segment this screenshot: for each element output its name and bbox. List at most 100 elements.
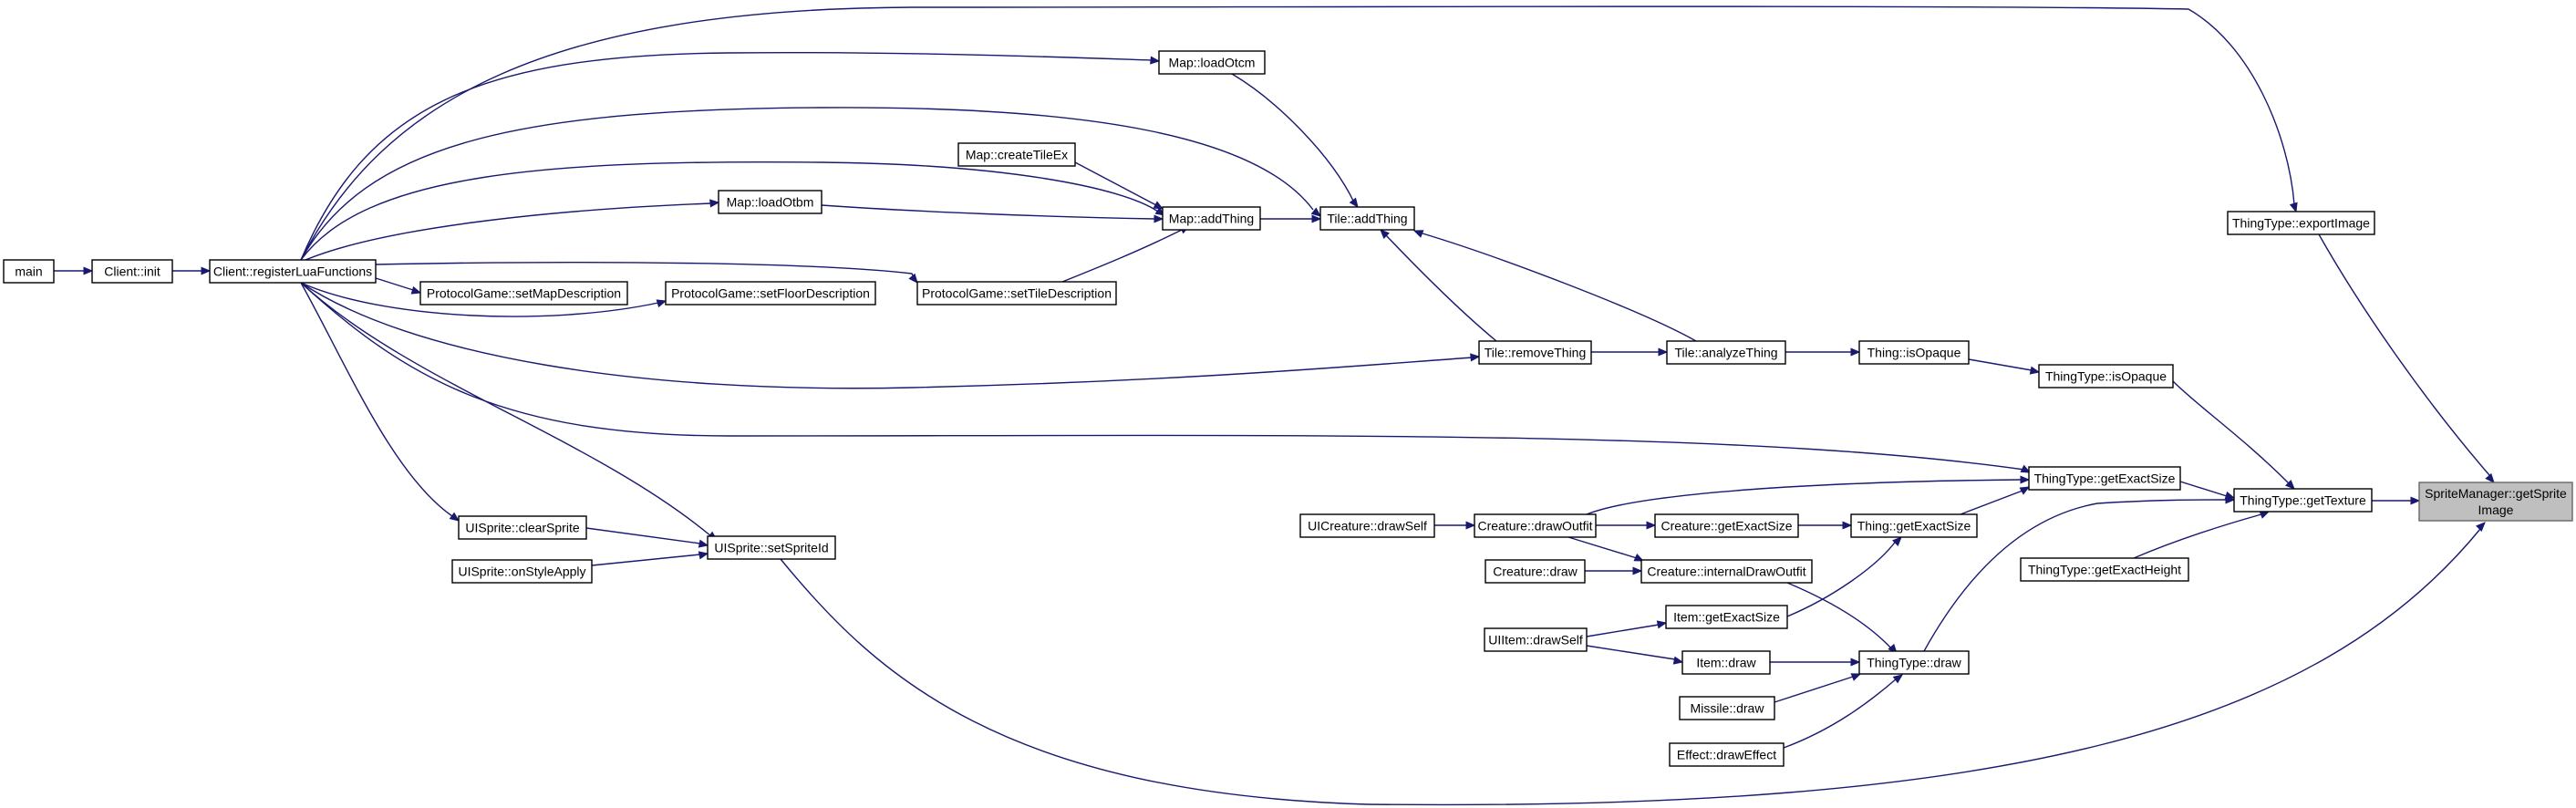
arrowhead <box>1412 230 1424 238</box>
node-label: SpriteManager::getSprite <box>2425 486 2567 501</box>
node-client-register-lua-functions[interactable]: Client::registerLuaFunctions <box>209 259 377 284</box>
node-thingtype-draw[interactable]: ThingType::draw <box>1858 650 1970 675</box>
arrowhead <box>1892 674 1904 684</box>
arrowhead <box>1850 347 1861 357</box>
node-thingtype-get-exact-size[interactable]: ThingType::getExactSize <box>2028 466 2181 491</box>
node-map-load-otcm[interactable]: Map::loadOtcm <box>1158 50 1266 75</box>
call-edge <box>1585 566 1643 575</box>
arrowhead <box>2285 480 2295 490</box>
node-label: Client::registerLuaFunctions <box>213 264 372 279</box>
node-protocolgame-set-map-description[interactable]: ProtocolGame::setMapDescription <box>419 281 628 306</box>
edge-line <box>1968 358 2033 371</box>
node-label: ThingType::getExactSize <box>2034 471 2176 486</box>
node-label: Creature::getExactSize <box>1661 519 1793 533</box>
arrowhead <box>1349 197 1359 209</box>
node-label: ThingType::getExactHeight <box>2028 563 2181 577</box>
node-creature-draw-outfit[interactable]: Creature::drawOutfit <box>1474 513 1597 538</box>
arrowhead <box>83 266 94 275</box>
node-uiitem-draw-self[interactable]: UIItem::drawSelf <box>1484 627 1588 652</box>
edge-line <box>300 282 1474 389</box>
arrowhead <box>709 199 720 208</box>
node-uisprite-on-style-apply[interactable]: UISprite::onStyleApply <box>451 559 593 584</box>
node-uisprite-clear-sprite[interactable]: UISprite::clearSprite <box>458 515 587 540</box>
call-edge <box>2318 233 2495 483</box>
arrowhead <box>698 551 709 560</box>
call-edge <box>300 282 667 317</box>
node-thingtype-get-texture[interactable]: ThingType::getTexture <box>2233 488 2373 513</box>
call-edge <box>1770 658 1861 667</box>
node-thing-is-opaque[interactable]: Thing::isOpaque <box>1858 340 1970 365</box>
edge-line <box>1586 624 1660 637</box>
call-edge <box>1923 495 2236 652</box>
node-thingtype-export-image[interactable]: ThingType::exportImage <box>2227 211 2375 235</box>
node-label: Tile::addThing <box>1327 212 1407 226</box>
arrowhead <box>2019 486 2031 495</box>
edge-line <box>1231 73 1355 203</box>
edge-line <box>1923 499 2228 652</box>
node-item-get-exact-size[interactable]: Item::getExactSize <box>1665 605 1788 629</box>
arrowhead <box>2289 202 2298 213</box>
arrowhead <box>2410 496 2421 505</box>
node-creature-internal-draw-outfit[interactable]: Creature::internalDrawOutfit <box>1640 559 1813 584</box>
node-label: Map::createTileEx <box>966 148 1068 162</box>
node-thing-get-exact-size[interactable]: Thing::getExactSize <box>1850 513 1978 538</box>
edge-line <box>300 282 453 517</box>
call-edge <box>300 282 2032 473</box>
node-creature-draw[interactable]: Creature::draw <box>1485 559 1586 584</box>
node-map-add-thing[interactable]: Map::addThing <box>1162 206 1261 231</box>
edge-line <box>1422 233 1697 342</box>
call-edge <box>54 266 94 275</box>
call-edge <box>1586 620 1668 637</box>
node-item-draw[interactable]: Item::draw <box>1681 650 1771 675</box>
call-edge <box>375 277 422 295</box>
arrowhead <box>2020 475 2031 484</box>
node-tile-analyze-thing[interactable]: Tile::analyzeThing <box>1666 340 1786 365</box>
edge-line <box>375 277 414 291</box>
call-edge <box>2133 511 2271 559</box>
node-label: UISprite::setSpriteId <box>714 541 828 555</box>
arrowhead <box>2485 472 2495 483</box>
node-tile-remove-thing[interactable]: Tile::removeThing <box>1478 340 1592 365</box>
edge-line <box>2172 380 2290 484</box>
node-thingtype-is-opaque[interactable]: ThingType::isOpaque <box>2038 364 2174 388</box>
node-main[interactable]: main <box>3 259 55 284</box>
node-missile-draw[interactable]: Missile::draw <box>1679 696 1775 720</box>
arrowhead <box>2259 511 2271 519</box>
arrowhead <box>1850 673 1862 681</box>
call-edge <box>1783 674 1904 749</box>
edge-line <box>1786 582 1893 650</box>
node-label: ThingType::getTexture <box>2240 493 2366 508</box>
arrowhead <box>1656 620 1668 629</box>
call-edge <box>1412 230 1697 342</box>
edge-line <box>1783 678 1898 749</box>
node-label: Creature::internalDrawOutfit <box>1647 565 1805 579</box>
arrowhead <box>1153 201 1164 210</box>
node-protocolgame-set-tile-description[interactable]: ProtocolGame::setTileDescription <box>916 281 1117 306</box>
node-label: UIItem::drawSelf <box>1488 633 1583 647</box>
node-tile-add-thing[interactable]: Tile::addThing <box>1319 206 1415 231</box>
edge-line <box>1586 479 2023 515</box>
arrowhead <box>2029 366 2041 375</box>
node-label: Creature::draw <box>1493 565 1578 579</box>
node-uisprite-set-sprite-id[interactable]: UISprite::setSpriteId <box>707 535 836 560</box>
node-thingtype-get-exact-height[interactable]: ThingType::getExactHeight <box>2020 557 2189 582</box>
node-map-create-tile-ex[interactable]: Map::createTileEx <box>957 142 1076 167</box>
arrowhead <box>656 299 667 308</box>
arrowhead <box>1658 347 1669 357</box>
edge-line <box>1774 676 1854 703</box>
node-client-init[interactable]: Client::init <box>91 259 173 284</box>
arrowhead <box>698 539 709 548</box>
node-label: main <box>15 264 42 279</box>
node-map-load-otbm[interactable]: Map::loadOtbm <box>718 190 822 214</box>
arrowhead <box>1154 214 1164 223</box>
node-label: Tile::removeThing <box>1485 346 1587 360</box>
node-uicreature-draw-self[interactable]: UICreature::drawSelf <box>1299 513 1435 538</box>
arrowhead <box>449 512 460 522</box>
node-effect-draw-effect[interactable]: Effect::drawEffect <box>1669 742 1785 767</box>
node-protocolgame-set-floor-description[interactable]: ProtocolGame::setFloorDescription <box>665 281 876 306</box>
edge-line <box>300 282 712 537</box>
call-edge <box>2172 380 2295 490</box>
node-label: Image <box>2478 502 2514 517</box>
node-creature-get-exact-size[interactable]: Creature::getExactSize <box>1654 513 1799 538</box>
